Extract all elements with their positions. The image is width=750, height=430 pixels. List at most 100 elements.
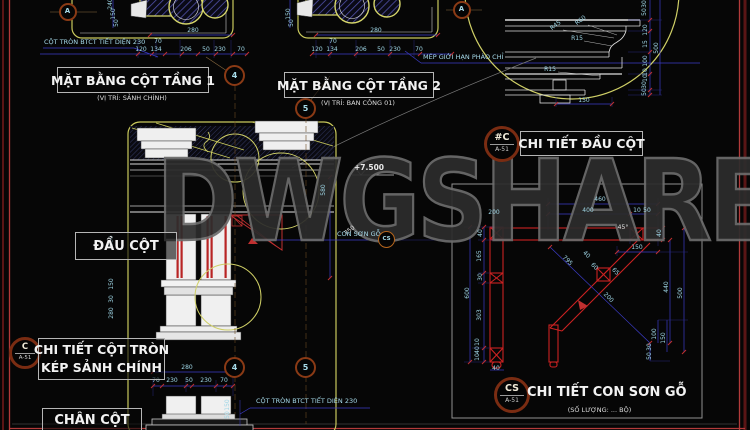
note-column-section-bottom: CỘT TRÒN BTCT TIẾT DIỆN 230 [256, 397, 358, 405]
dim-label: 50 [377, 46, 385, 53]
note-wood-bracket: CON SƠN GỖ [337, 230, 381, 238]
column-detail-badge-code: C [15, 342, 35, 354]
dim-label: 280 [108, 307, 115, 319]
dim-label: R15 [571, 35, 583, 42]
dim-label: 50 [643, 207, 651, 214]
dim-label: 50 [224, 411, 231, 419]
head-detail-badge: #C A-51 [484, 126, 520, 162]
dim-label: 134 [150, 46, 162, 53]
dim-label: R60 [573, 14, 588, 28]
dim-label: 30 [641, 0, 648, 8]
bracket-detail-subtitle: (SỐ LƯỢNG: ... BỘ) [567, 406, 632, 414]
grid-bubble-label: A [64, 7, 71, 15]
plan1-subtitle: (VỊ TRÍ: SẢNH CHÍNH) [97, 94, 167, 102]
dim-label: 50 [288, 19, 295, 27]
dim-label: 10 [474, 338, 481, 346]
dim-label: 400 [582, 207, 594, 214]
dim-label: 200 [601, 291, 615, 305]
grid-bubble-label: 4 [231, 70, 238, 80]
dim-label: 50 [646, 352, 653, 360]
plan1-title-box: MẶT BẰNG CỘT TẦNG 1 [51, 67, 215, 93]
column-detail-title-line1: CHI TIẾT CỘT TRÒN [33, 342, 170, 357]
dim-label: 150 [631, 244, 643, 251]
dim-label: 134 [326, 46, 338, 53]
dim-label: 230 [166, 377, 178, 384]
dim-label: 40 [477, 229, 484, 237]
head-detail-title-box: CHI TIẾT ĐẦU CỘT [518, 131, 645, 156]
dim-label: 230 [200, 377, 212, 384]
dim-label: 10 [633, 207, 641, 214]
dim-label: 150 [660, 332, 667, 344]
dim-label: 50 [185, 377, 193, 384]
capital-label-box: ĐẦU CỘT [75, 232, 177, 260]
note-column-section-top: CỘT TRÒN BTCT TIẾT DIỆN 230 [44, 38, 146, 46]
dim-label: 100 [651, 328, 658, 340]
dim-label: 206 [180, 46, 192, 53]
grid-bubble-4: 4 [224, 357, 245, 378]
dim-label: 70 [152, 377, 160, 384]
dim-label: 600 [464, 287, 471, 299]
grid-bubble-label: A [458, 5, 465, 13]
dim-label: 50 [641, 88, 648, 96]
dim-label: R15 [544, 66, 556, 73]
dim-label: 30 [477, 273, 484, 281]
dim-label: 150 [578, 97, 590, 104]
dim-label: 280 [187, 27, 199, 34]
bracket-detail-badge-code: CS [500, 382, 524, 396]
bracket-detail-title: CHI TIẾT CON SƠN GỖ [527, 385, 687, 400]
dim-label: 206 [355, 46, 367, 53]
bracket-ref-mini-label: CS [382, 235, 391, 242]
dim-label: 30 [646, 343, 653, 351]
dim-label: 70 [154, 38, 162, 45]
bracket-detail-badge-sheet: A-51 [505, 397, 519, 404]
dim-label: 70 [415, 46, 423, 53]
dim-label: 795 [560, 254, 574, 268]
dim-label: 303 [476, 309, 483, 321]
dim-label: 500 [653, 42, 660, 54]
level-mark: +7.500 [354, 163, 385, 172]
grid-bubble-A: A [452, 0, 471, 19]
dim-label: 30 [108, 295, 115, 303]
dim-label: 580 [320, 184, 327, 196]
dim-label: 70 [329, 38, 337, 45]
grid-bubble-5: 5 [295, 98, 316, 119]
plan2-subtitle: (VỊ TRÍ: BAN CÔNG 01) [321, 99, 395, 107]
grid-bubble-A: A [58, 2, 77, 21]
grid-bubble-label: 5 [302, 103, 309, 113]
base-label-box: CHÂN CỘT [42, 408, 142, 430]
dim-label: R45 [548, 19, 563, 33]
dim-label: 150 [224, 399, 231, 411]
grid-bubble-4: 4 [224, 65, 245, 86]
dim-label: 150 [108, 278, 115, 290]
dim-label: 460 [594, 196, 606, 203]
bracket-detail-badge: CS A-51 [494, 377, 530, 413]
dim-label: 500 [677, 287, 684, 299]
watermark: DWGSHARE.com [155, 137, 750, 267]
dim-label: 70 [237, 46, 245, 53]
head-detail-badge-sheet: A-51 [495, 146, 509, 153]
dim-label: 120 [642, 24, 649, 36]
dim-label: 50 [202, 46, 210, 53]
dim-label: 165 [476, 250, 483, 262]
column-detail-title-line2: KÉP SẢNH CHÍNH [41, 360, 162, 375]
head-detail-badge-code: #C [490, 131, 514, 145]
dim-label: 40 [492, 365, 500, 372]
dim-label: 50 [641, 8, 648, 16]
note-molding-limit: MÉP GIỚI HẠN PHÀO CHỈ [423, 53, 504, 61]
column-detail-badge-sheet: A-51 [18, 355, 32, 361]
dim-label: 120 [135, 46, 147, 53]
dim-label: 70 [220, 377, 228, 384]
dim-label: 280 [370, 27, 382, 34]
dim-label: 100 [642, 55, 649, 67]
dim-label: 65 [610, 266, 621, 277]
grid-bubble-label: 5 [302, 362, 309, 372]
plan2-title-box: MẶT BẰNG CỘT TẦNG 2 [277, 72, 441, 98]
dim-label: 440 [663, 281, 670, 293]
dim-label: 230 [214, 46, 226, 53]
dim-label: 40 [656, 229, 663, 237]
column-detail-title-box: CHI TIẾT CỘT TRÒN KÉP SẢNH CHÍNH [34, 338, 169, 380]
dim-label: 40 [581, 249, 592, 260]
dim-label: 200 [488, 209, 500, 216]
